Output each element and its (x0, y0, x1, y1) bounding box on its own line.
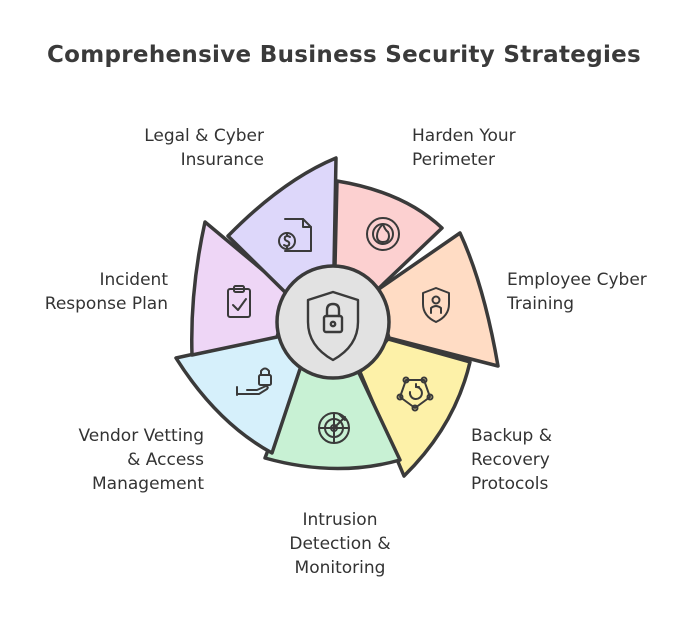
radar-icon (318, 412, 350, 444)
segment-employee-training (374, 231, 500, 368)
lock-hand-icon (236, 367, 272, 396)
shield-lock-icon (306, 290, 360, 362)
person-shield-icon (422, 287, 450, 323)
network-cycle-icon (396, 376, 434, 412)
money-document-icon (278, 218, 312, 252)
fire-target-icon (366, 217, 400, 251)
page-title: Comprehensive Business Security Strategi… (46, 42, 642, 68)
center-hub (275, 264, 391, 380)
segment-legal-insurance (226, 156, 338, 298)
clipboard-check-icon (227, 285, 251, 318)
